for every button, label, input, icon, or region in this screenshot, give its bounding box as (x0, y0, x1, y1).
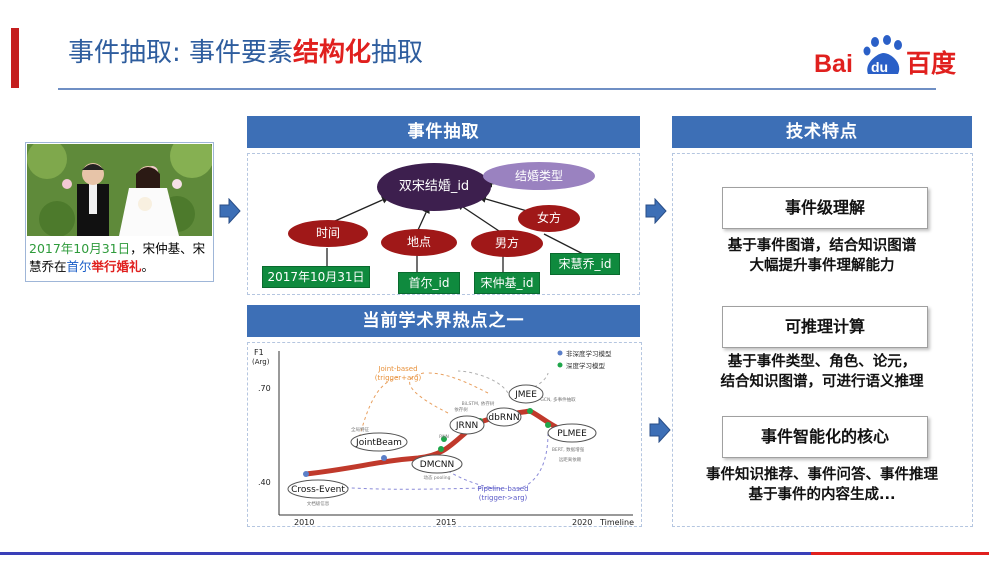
hotspot-header: 当前学术界热点之一 (247, 305, 640, 337)
wedding-photo (27, 144, 212, 236)
slide-title: 事件抽取: 事件要素结构化抽取 (68, 38, 424, 68)
svg-text:JMEE: JMEE (514, 390, 537, 400)
svg-text:BiLSTM, 依存树: BiLSTM, 依存树 (462, 400, 495, 407)
value-pill-bride: 宋慧乔_id (550, 253, 620, 275)
svg-text:动态 pooling: 动态 pooling (423, 474, 450, 481)
feature-title-event-understanding: 事件级理解 (722, 187, 928, 229)
arrow-right-icon (649, 417, 671, 443)
svg-text:F1: F1 (254, 348, 264, 357)
svg-text:依存树: 依存树 (454, 406, 468, 413)
svg-text:Bai: Bai (814, 50, 853, 78)
arrow-right-icon (645, 198, 667, 224)
svg-text:(trigger->arg): (trigger->arg) (479, 494, 528, 502)
svg-text:Timeline: Timeline (599, 518, 634, 526)
value-pill-place: 首尔_id (398, 272, 460, 294)
title-accent-bar (11, 28, 19, 88)
svg-text:.40: .40 (258, 478, 271, 487)
title-underline (58, 88, 936, 90)
tech-header: 技术特点 (672, 116, 972, 148)
feature-title-core: 事件智能化的核心 (722, 416, 928, 458)
svg-text:JointBeam: JointBeam (355, 438, 402, 448)
feature-desc-event-understanding: 基于事件图谱，结合知识图谱大幅提升事件理解能力 (727, 238, 917, 274)
wedding-photo-card: 2017年10月31日，宋仲基、宋慧乔在首尔举行婚礼。 (25, 142, 214, 282)
feature-desc-reasoning: 基于事件类型、角色、论元，结合知识图谱，可进行语义推理 (720, 354, 924, 390)
svg-text:2020: 2020 (572, 518, 592, 526)
svg-text:PLMEE: PLMEE (557, 429, 587, 439)
svg-text:深度学习模型: 深度学习模型 (566, 361, 606, 370)
svg-text:RNN: RNN (439, 434, 449, 440)
svg-text:Cross-Event: Cross-Event (291, 485, 345, 495)
svg-text:2010: 2010 (294, 518, 314, 526)
role-node-time: 时间 (288, 220, 368, 247)
photo-caption: 2017年10月31日，宋仲基、宋慧乔在首尔举行婚礼。 (29, 241, 206, 274)
event-extract-header: 事件抽取 (247, 116, 640, 148)
event-node-center: 双宋结婚_id (377, 163, 491, 211)
svg-text:(Arg): (Arg) (252, 358, 270, 366)
role-node-groom: 男方 (471, 230, 543, 257)
svg-text:DMCNN: DMCNN (420, 460, 454, 470)
svg-text:GCN, 多事件抽取: GCN, 多事件抽取 (540, 396, 576, 403)
svg-text:2015: 2015 (436, 518, 456, 526)
value-pill-groom: 宋仲基_id (474, 272, 540, 294)
svg-text:BERT, 数据增强: BERT, 数据增强 (552, 446, 585, 453)
svg-text:远距离依赖: 远距离依赖 (559, 456, 582, 463)
svg-text:.70: .70 (258, 384, 271, 393)
role-node-place: 地点 (381, 229, 457, 256)
svg-text:文档级信息: 文档级信息 (307, 500, 330, 507)
feature-title-reasoning: 可推理计算 (722, 306, 928, 348)
svg-text:非深度学习模型: 非深度学习模型 (566, 349, 612, 358)
svg-text:Pipeline-based: Pipeline-based (477, 485, 528, 493)
svg-text:百度: 百度 (906, 49, 956, 78)
baidu-logo: Bai du 百度 (814, 35, 956, 78)
event-type-node: 结婚类型 (483, 162, 595, 190)
svg-text:Joint-based: Joint-based (377, 365, 417, 373)
feature-desc-core: 事件知识推荐、事件问答、事件推理基于事件的内容生成... (706, 467, 938, 503)
role-node-bride: 女方 (518, 205, 580, 232)
arrow-right-icon (219, 198, 241, 224)
value-pill-date: 2017年10月31日 (262, 266, 370, 288)
footer-divider (0, 552, 989, 555)
svg-text:(trigger+arg): (trigger+arg) (375, 374, 422, 382)
svg-text:dbRNN: dbRNN (488, 413, 519, 423)
svg-text:全局特征: 全局特征 (351, 426, 369, 433)
research-timeline-chart: F1 (Arg) .70 .40 2010 2015 2020 Timeline… (252, 348, 634, 526)
svg-text:du: du (871, 59, 888, 75)
svg-text:JRNN: JRNN (455, 421, 478, 431)
